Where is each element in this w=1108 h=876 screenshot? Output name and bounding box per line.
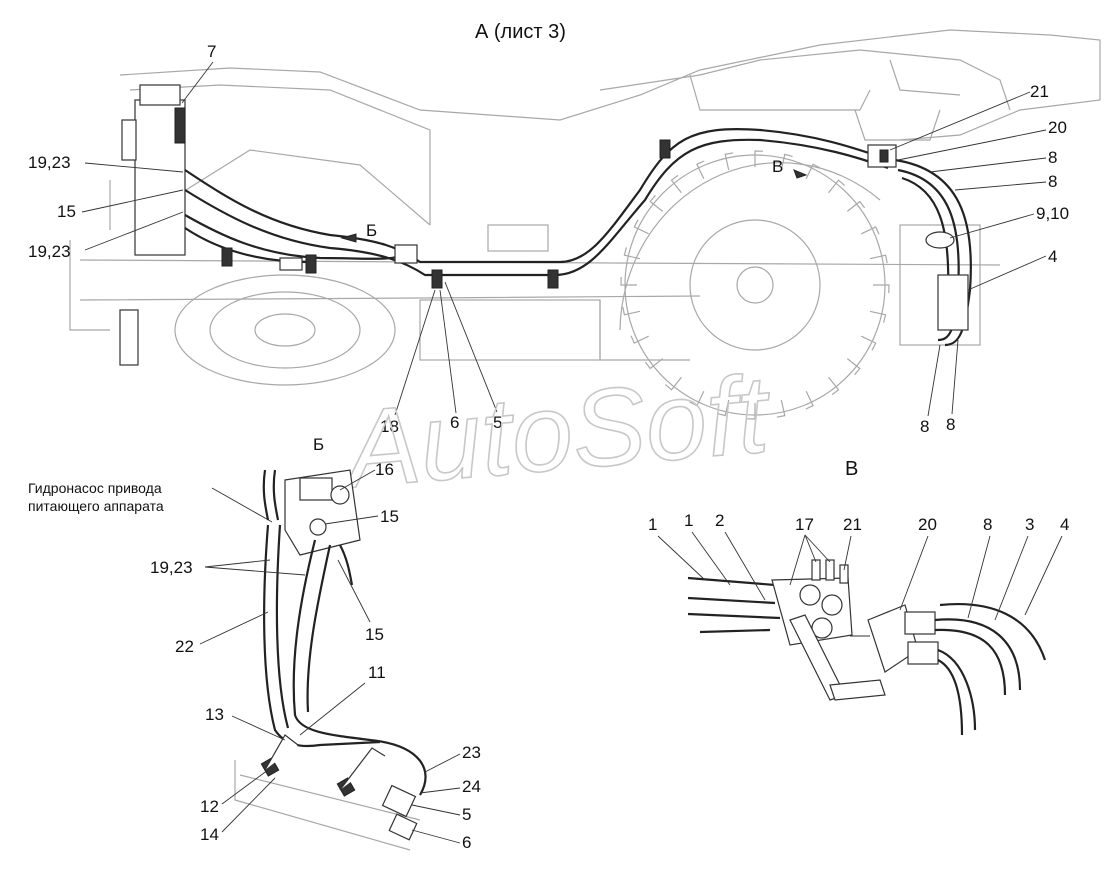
callout-b-19-23: 19,23 [150, 558, 193, 577]
tread-mark [623, 247, 641, 260]
pump-label: Гидронасос привода питающего аппарата [28, 480, 273, 523]
callout-b-23: 23 [462, 743, 481, 762]
main-title: А (лист 3) [475, 21, 566, 43]
tread-mark [633, 219, 649, 235]
callout-b-24: 24 [462, 777, 481, 796]
detail-b-title: Б [313, 435, 324, 454]
callout-21: 21 [1030, 82, 1049, 101]
tread-mark [664, 376, 682, 391]
callout-v-4: 4 [1060, 515, 1069, 534]
callout-4: 4 [1048, 247, 1057, 266]
vertical-column [109, 84, 186, 366]
callout-19-23-a: 19,23 [28, 153, 71, 172]
callout-b-16: 16 [375, 460, 394, 479]
callout-15: 15 [57, 202, 76, 221]
main-callouts: 7 19,23 15 19,23 21 20 8 8 9,10 4 18 6 5… [28, 42, 1069, 436]
tread-mark [780, 153, 793, 171]
callout-b-6: 6 [462, 833, 471, 852]
tread-mark [805, 391, 814, 410]
tread-mark [670, 174, 682, 194]
callout-b-11: 11 [368, 663, 386, 682]
main-hose-run [184, 128, 972, 347]
callout-b-13: 13 [205, 705, 224, 724]
tread-mark [622, 306, 641, 316]
detail-v-callouts: 1 1 2 17 21 20 8 3 4 [648, 511, 1069, 621]
callout-18: 18 [380, 417, 399, 436]
pump-label-line-1: Гидронасос привода [28, 480, 162, 496]
tread-mark [724, 152, 734, 171]
detail-v-title: В [845, 458, 858, 480]
callout-v-20: 20 [918, 515, 937, 534]
callout-v-2: 2 [715, 511, 724, 530]
callout-v-8: 8 [983, 515, 992, 534]
detail-b-drawing [234, 469, 427, 851]
arrow-v-label: В [772, 157, 783, 176]
callout-v-3: 3 [1025, 515, 1034, 534]
tread-mark [754, 150, 764, 167]
watermark: AutoSoft [336, 352, 777, 512]
tread-mark [846, 200, 866, 212]
callout-8-c: 8 [920, 417, 929, 436]
callout-b-12: 12 [200, 797, 219, 816]
callout-b-15-a: 15 [380, 507, 399, 526]
front-wheel [619, 150, 890, 420]
pump-label-line-2: питающего аппарата [28, 498, 164, 514]
tread-mark [746, 403, 756, 420]
callout-v-1-a: 1 [648, 515, 657, 534]
callout-8-b: 8 [1048, 172, 1057, 191]
arrow-b: Б [340, 221, 377, 243]
callout-6: 6 [450, 413, 459, 432]
callout-b-5: 5 [462, 805, 471, 824]
tread-mark [869, 254, 888, 264]
tread-mark [805, 163, 821, 179]
callout-v-17: 17 [795, 515, 814, 534]
tread-mark [828, 376, 840, 396]
tread-mark [620, 276, 637, 286]
callout-v-1-b: 1 [684, 511, 693, 530]
tread-mark [689, 391, 705, 407]
detail-b-callouts: 16 15 19,23 15 22 11 13 23 24 12 5 14 6 [150, 460, 481, 852]
rear-wheel [174, 274, 396, 386]
callout-b-22: 22 [175, 637, 194, 656]
tread-mark [861, 226, 880, 235]
callout-8-d: 8 [946, 415, 955, 434]
callout-20: 20 [1048, 118, 1067, 137]
callout-5: 5 [493, 413, 502, 432]
tread-mark [776, 399, 786, 418]
callout-19-23-b: 19,23 [28, 242, 71, 261]
tread-mark [644, 358, 664, 370]
detail-v-drawing [687, 559, 1047, 736]
tread-mark [630, 335, 649, 344]
callout-9-10: 9,10 [1036, 204, 1069, 223]
tread-mark [846, 358, 861, 376]
tread-mark [717, 399, 730, 417]
callout-b-15-b: 15 [365, 625, 384, 644]
tread-mark [873, 284, 890, 294]
callout-b-14: 14 [200, 825, 219, 844]
arrow-v: В [772, 157, 808, 179]
callout-7: 7 [207, 42, 216, 61]
tread-mark [696, 160, 705, 179]
tread-mark [649, 194, 664, 212]
tread-mark [869, 310, 887, 323]
tread-mark [861, 335, 877, 351]
arrow-b-label: Б [366, 221, 377, 240]
tread-mark [828, 179, 846, 194]
callout-v-21: 21 [843, 515, 862, 534]
callout-8-a: 8 [1048, 148, 1057, 167]
